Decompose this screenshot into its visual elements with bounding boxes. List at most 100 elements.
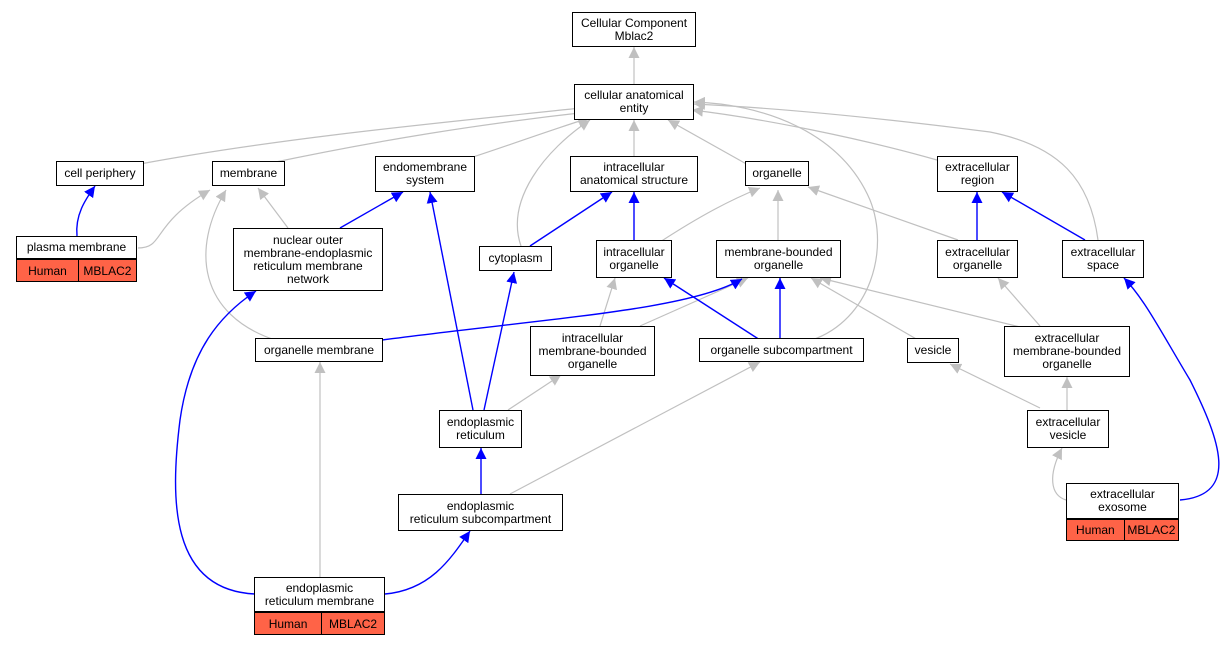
edge-orgsubcomp-partof-icorganelle xyxy=(663,277,761,341)
edge-periphery-to-cae xyxy=(139,102,591,165)
node-cell-periphery[interactable]: cell periphery xyxy=(56,161,144,186)
node-label-line: extracellular xyxy=(945,245,1010,259)
node-label-line: organelle xyxy=(752,166,802,180)
edge-extspace-to-cae xyxy=(693,99,1099,241)
edge-endomembrane-to-cae xyxy=(469,116,590,159)
node-membrane[interactable]: membrane xyxy=(212,161,285,186)
node-label-line: cellular anatomical xyxy=(584,88,684,102)
node-label-line: Cellular Component xyxy=(580,15,688,30)
edge-extorganelle-to-organelle xyxy=(807,185,959,241)
node-vesicle[interactable]: vesicle xyxy=(907,338,959,363)
node-label-line: organelle xyxy=(609,258,659,272)
node-label-line: endoplasmic xyxy=(446,498,515,513)
node-label-line: plasma membrane xyxy=(26,240,127,254)
edge-vesicle-to-mborganelle xyxy=(810,277,919,341)
edge-extmb-to-extorganelle xyxy=(997,277,1041,327)
gene-tag: MBLAC2 xyxy=(322,612,385,635)
node-label-line: system xyxy=(405,173,444,187)
node-label-line: endoplasmic xyxy=(446,415,515,429)
node-label-line: membrane-bounded xyxy=(724,245,833,259)
node-cytoplasm[interactable]: cytoplasm xyxy=(479,246,552,271)
node-label-line: reticulum membrane xyxy=(264,593,375,608)
node-label-line: intracellular xyxy=(603,245,665,259)
node-label-line: organelle xyxy=(1042,357,1092,371)
edge-er-partof-cytoplasm xyxy=(483,271,518,411)
edge-er-to-icmb xyxy=(507,374,562,411)
node-label-line: organelle membrane xyxy=(263,342,375,357)
node-label-line: organelle subcompartment xyxy=(710,342,853,357)
species-tag: Human xyxy=(254,612,323,635)
node-label-line: extracellular xyxy=(1070,245,1136,259)
edge-orgmem-to-membrane xyxy=(205,189,276,341)
edge-orgsubcomp-to-cae xyxy=(693,96,878,341)
species-tag: Human xyxy=(16,259,79,282)
edge-nuclear-partof-endomembrane xyxy=(339,191,404,229)
node-label-line: vesicle xyxy=(1049,428,1087,442)
edge-plasmamem-to-membrane xyxy=(137,189,211,249)
edge-er-partof-endomembrane xyxy=(426,191,474,411)
edge-cytoplasm-to-cae xyxy=(516,119,591,247)
node-label-line: extracellular xyxy=(1035,415,1101,429)
edge-extregion-to-cae xyxy=(691,105,938,161)
node-label-line: Mblac2 xyxy=(614,28,654,43)
node-label-line: reticulum subcompartment xyxy=(409,511,552,526)
node-label-line: membrane-bounded xyxy=(1012,344,1122,358)
node-organelle[interactable]: organelle xyxy=(745,161,809,186)
node-label-line: region xyxy=(960,173,995,187)
node-label-line: extracellular xyxy=(945,160,1010,174)
node-label-line: exosome xyxy=(1098,500,1147,514)
edge-icorganelle-to-organelle xyxy=(659,186,761,243)
node-label-line: membrane-bounded xyxy=(538,343,647,358)
node-label-line: endoplasmic xyxy=(285,580,354,595)
edge-exosome-partof-extspace xyxy=(1123,277,1220,501)
node-label-line: membrane-endoplasmic xyxy=(243,245,373,260)
node-label-line: entity xyxy=(619,101,649,115)
node-label-line: membrane xyxy=(219,166,278,180)
edge-organelle-to-cae xyxy=(667,119,751,167)
node-label-line: endomembrane xyxy=(382,160,468,174)
edge-icmb-to-icorganelle xyxy=(599,277,617,327)
node-label-line: extracellular xyxy=(1090,487,1155,501)
node-label-line: anatomical structure xyxy=(579,173,689,187)
node-label-line: network xyxy=(286,271,330,286)
node-label-line: space xyxy=(1086,258,1120,272)
node-plasma-membrane[interactable]: plasma membrane xyxy=(16,236,137,259)
edge-ermembrane-partof-ersubcomp xyxy=(384,530,471,595)
node-organelle-subcompartment[interactable]: organelle subcompartment xyxy=(699,338,864,362)
node-label-line: organelle xyxy=(753,258,804,272)
node-label-line: cytoplasm xyxy=(488,251,543,265)
edge-extmb-to-mborganelle xyxy=(819,275,1021,328)
edge-orgmem-partof-mborganelle xyxy=(381,278,743,341)
edge-membrane-to-cae xyxy=(265,107,589,165)
node-label-line: cell periphery xyxy=(64,166,136,180)
node-organelle-membrane[interactable]: organelle membrane xyxy=(255,338,383,362)
node-label-line: organelle xyxy=(567,356,618,371)
node-label-line: nuclear outer xyxy=(272,232,344,247)
edge-plasmamem-partof-periphery xyxy=(76,185,96,237)
node-label-line: organelle xyxy=(952,258,1003,272)
edge-exosome-to-extvesicle xyxy=(1052,447,1067,501)
gene-tag: MBLAC2 xyxy=(1124,519,1179,541)
